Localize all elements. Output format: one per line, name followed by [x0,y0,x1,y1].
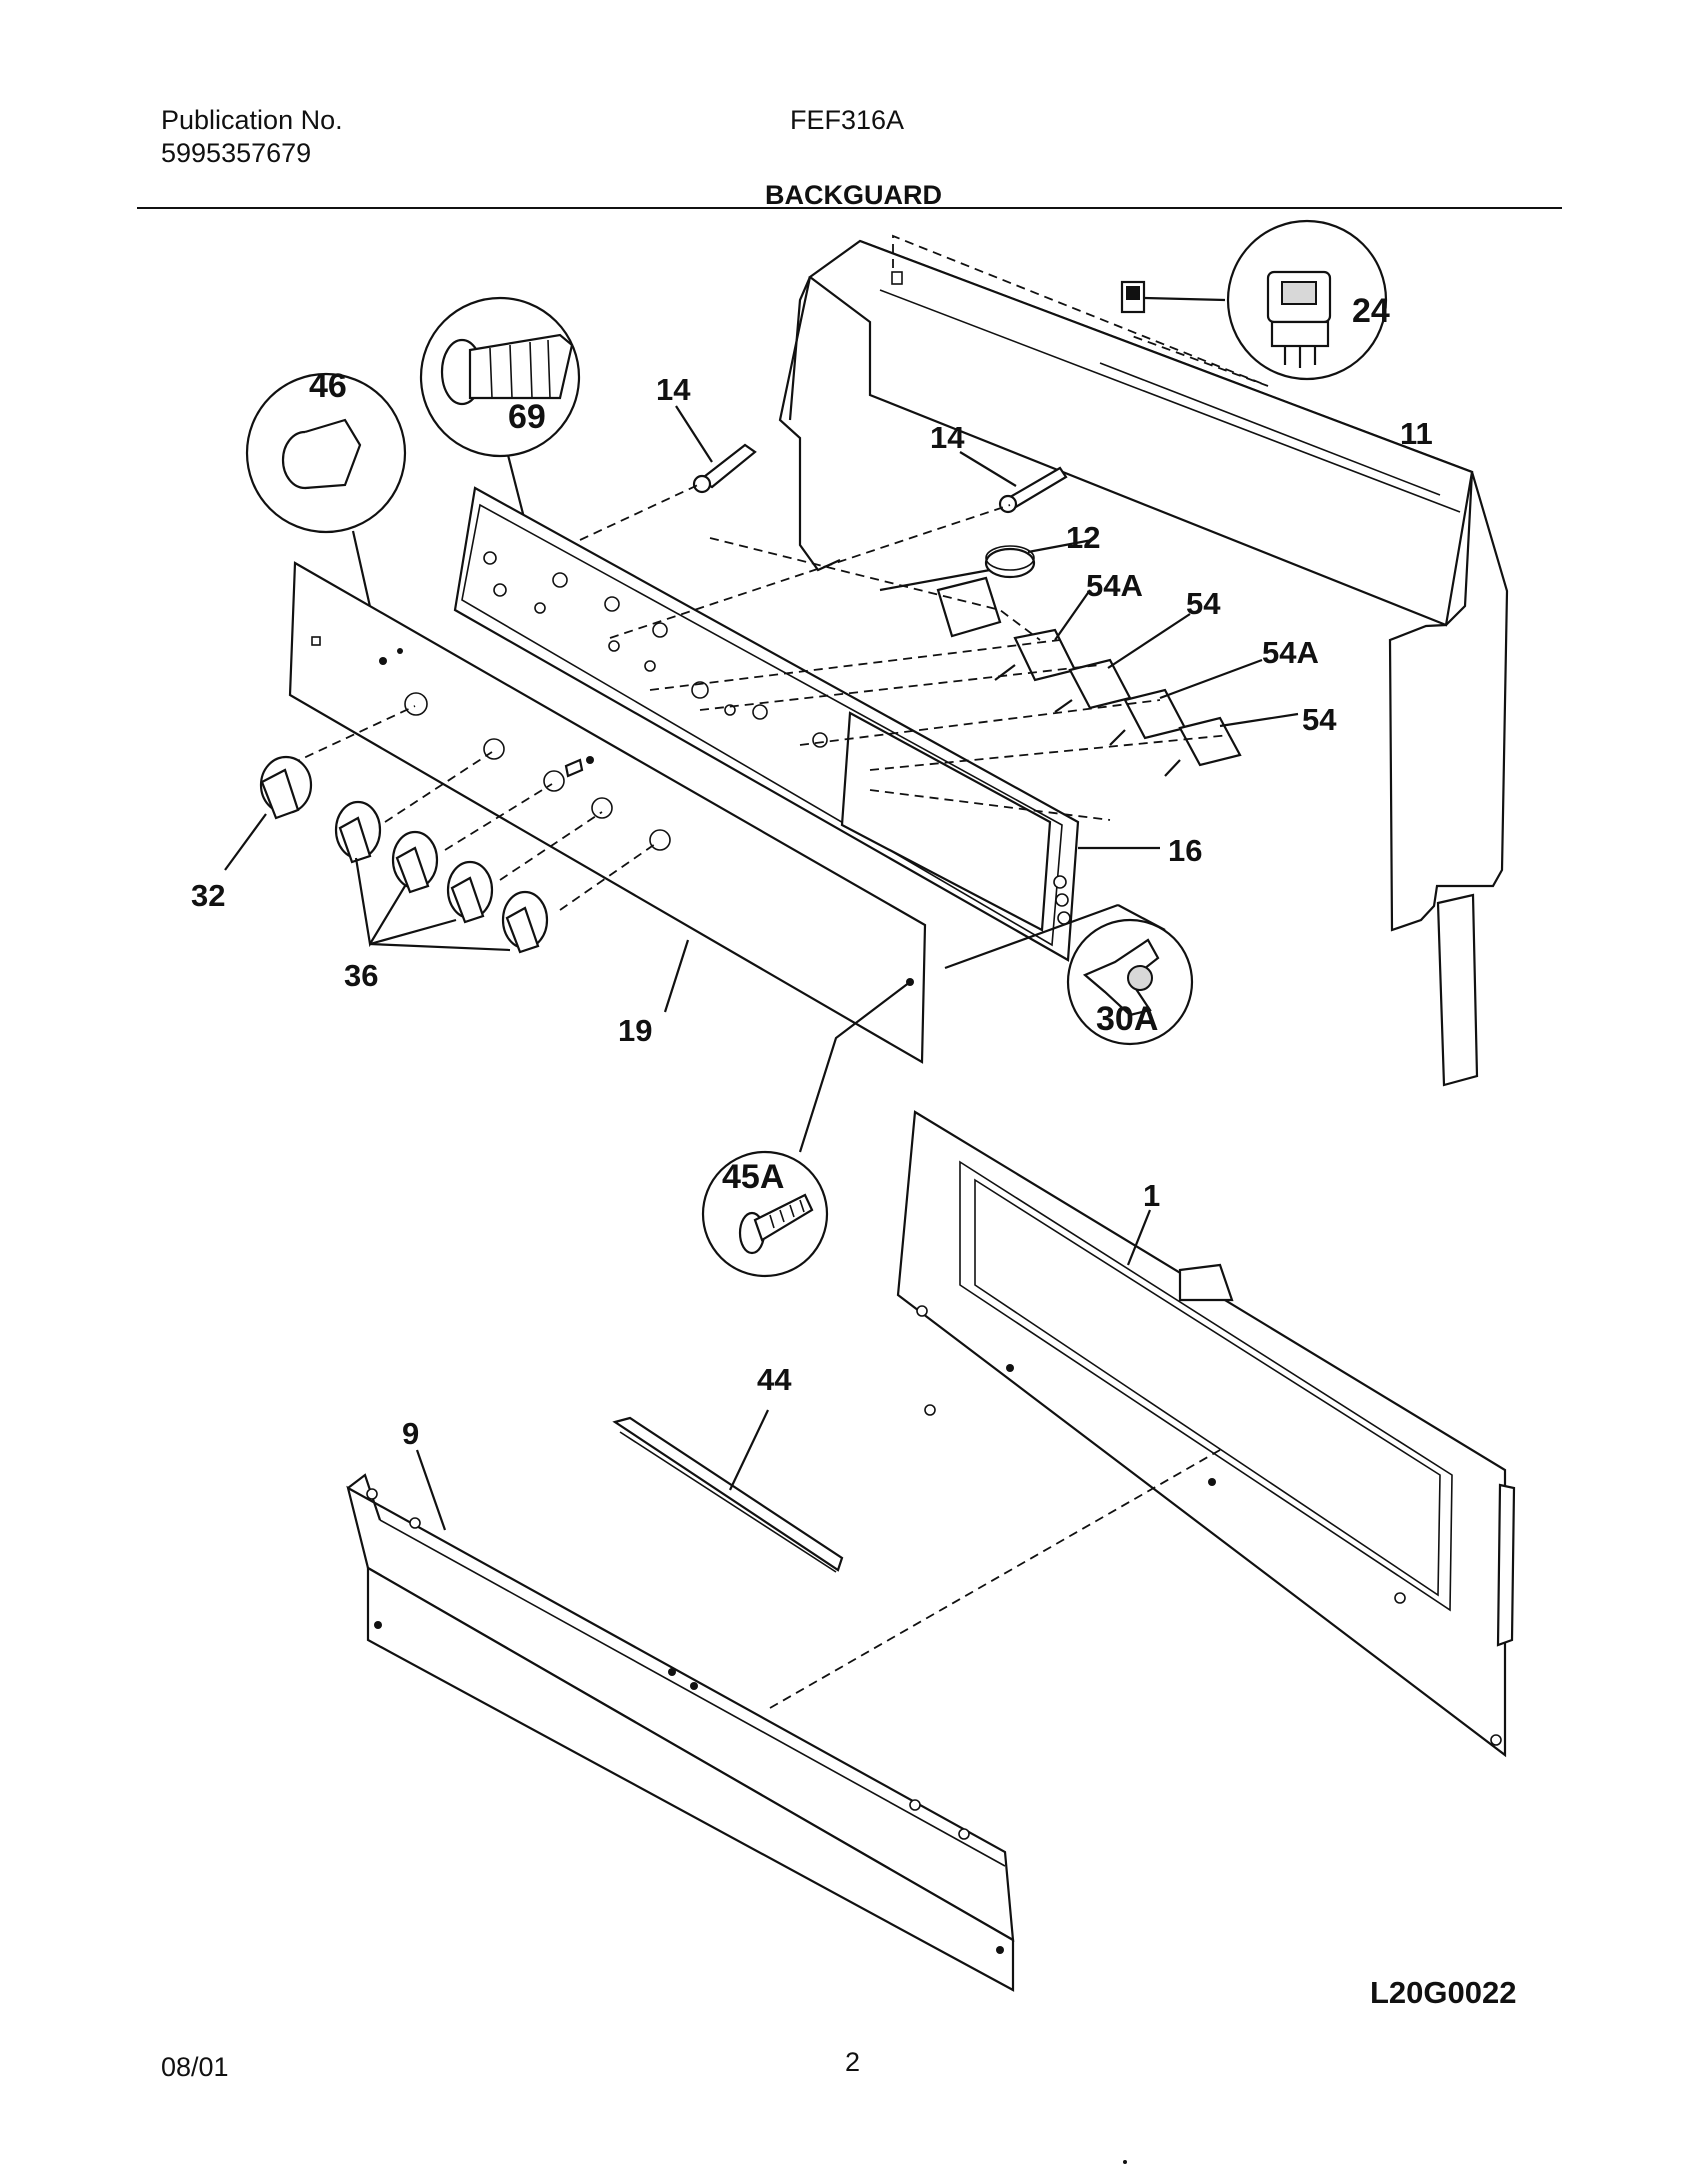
callout-54a-upper: 54A [1086,568,1143,603]
infinite-switch-part-2 [1054,613,1191,713]
section-title: BACKGUARD [765,180,942,210]
callout-44: 44 [757,1362,792,1397]
publication-number: 5995357679 [161,138,312,168]
rear-panel-part [896,1110,1516,1758]
backguard-shell-part [778,239,1509,1087]
callout-1: 1 [1143,1178,1160,1213]
footer-page-number: 2 [845,2047,861,2077]
callout-9: 9 [402,1416,419,1451]
callout-45a: 45A [722,1158,784,1196]
callout-36: 36 [344,958,378,993]
callout-46: 46 [309,367,347,405]
callout-54-upper: 54 [1186,586,1221,621]
thermostat-part [879,538,1093,638]
callout-12: 12 [1066,520,1100,555]
drawing-code: L20G0022 [1370,1975,1517,2010]
lower-trim-part [346,1449,1015,1992]
callout-69: 69 [508,398,546,436]
panel-screw-part [564,756,594,778]
infinite-switch-part-4 [1164,712,1299,777]
callout-14-left: 14 [656,372,691,407]
ignition-switch-part-left [675,405,757,494]
callout-14-right: 14 [930,420,965,455]
infinite-switch-part-3 [1109,658,1263,746]
callout-11: 11 [1400,416,1433,451]
selector-knob-part [224,755,313,871]
knob-bubble-part [245,372,407,661]
trim-strip-part [612,1409,844,1573]
control-panel-frame-part [453,486,1160,962]
model-number: FEF316A [790,105,905,135]
burner-knobs-part [334,800,549,954]
callout-24: 24 [1352,292,1390,330]
header-rule [137,207,1562,209]
wing-nut-bubble-part [944,903,1194,1046]
screw-bubble-part-45a [701,981,911,1278]
control-panel-face-part [288,561,927,1064]
screw-bubble-part [419,296,581,601]
callout-54-lower: 54 [1302,702,1337,737]
callout-32: 32 [191,878,225,913]
callout-54a-lower: 54A [1262,635,1319,670]
footer-date: 08/01 [161,2052,229,2082]
callout-30a: 30A [1096,1000,1158,1038]
ignition-switch-part-right [959,451,1068,514]
rocker-switch-part [1120,219,1388,381]
infinite-switch-part-1 [994,589,1091,682]
callout-19: 19 [618,1013,652,1048]
callout-16: 16 [1168,833,1202,868]
publication-label: Publication No. [161,105,343,135]
